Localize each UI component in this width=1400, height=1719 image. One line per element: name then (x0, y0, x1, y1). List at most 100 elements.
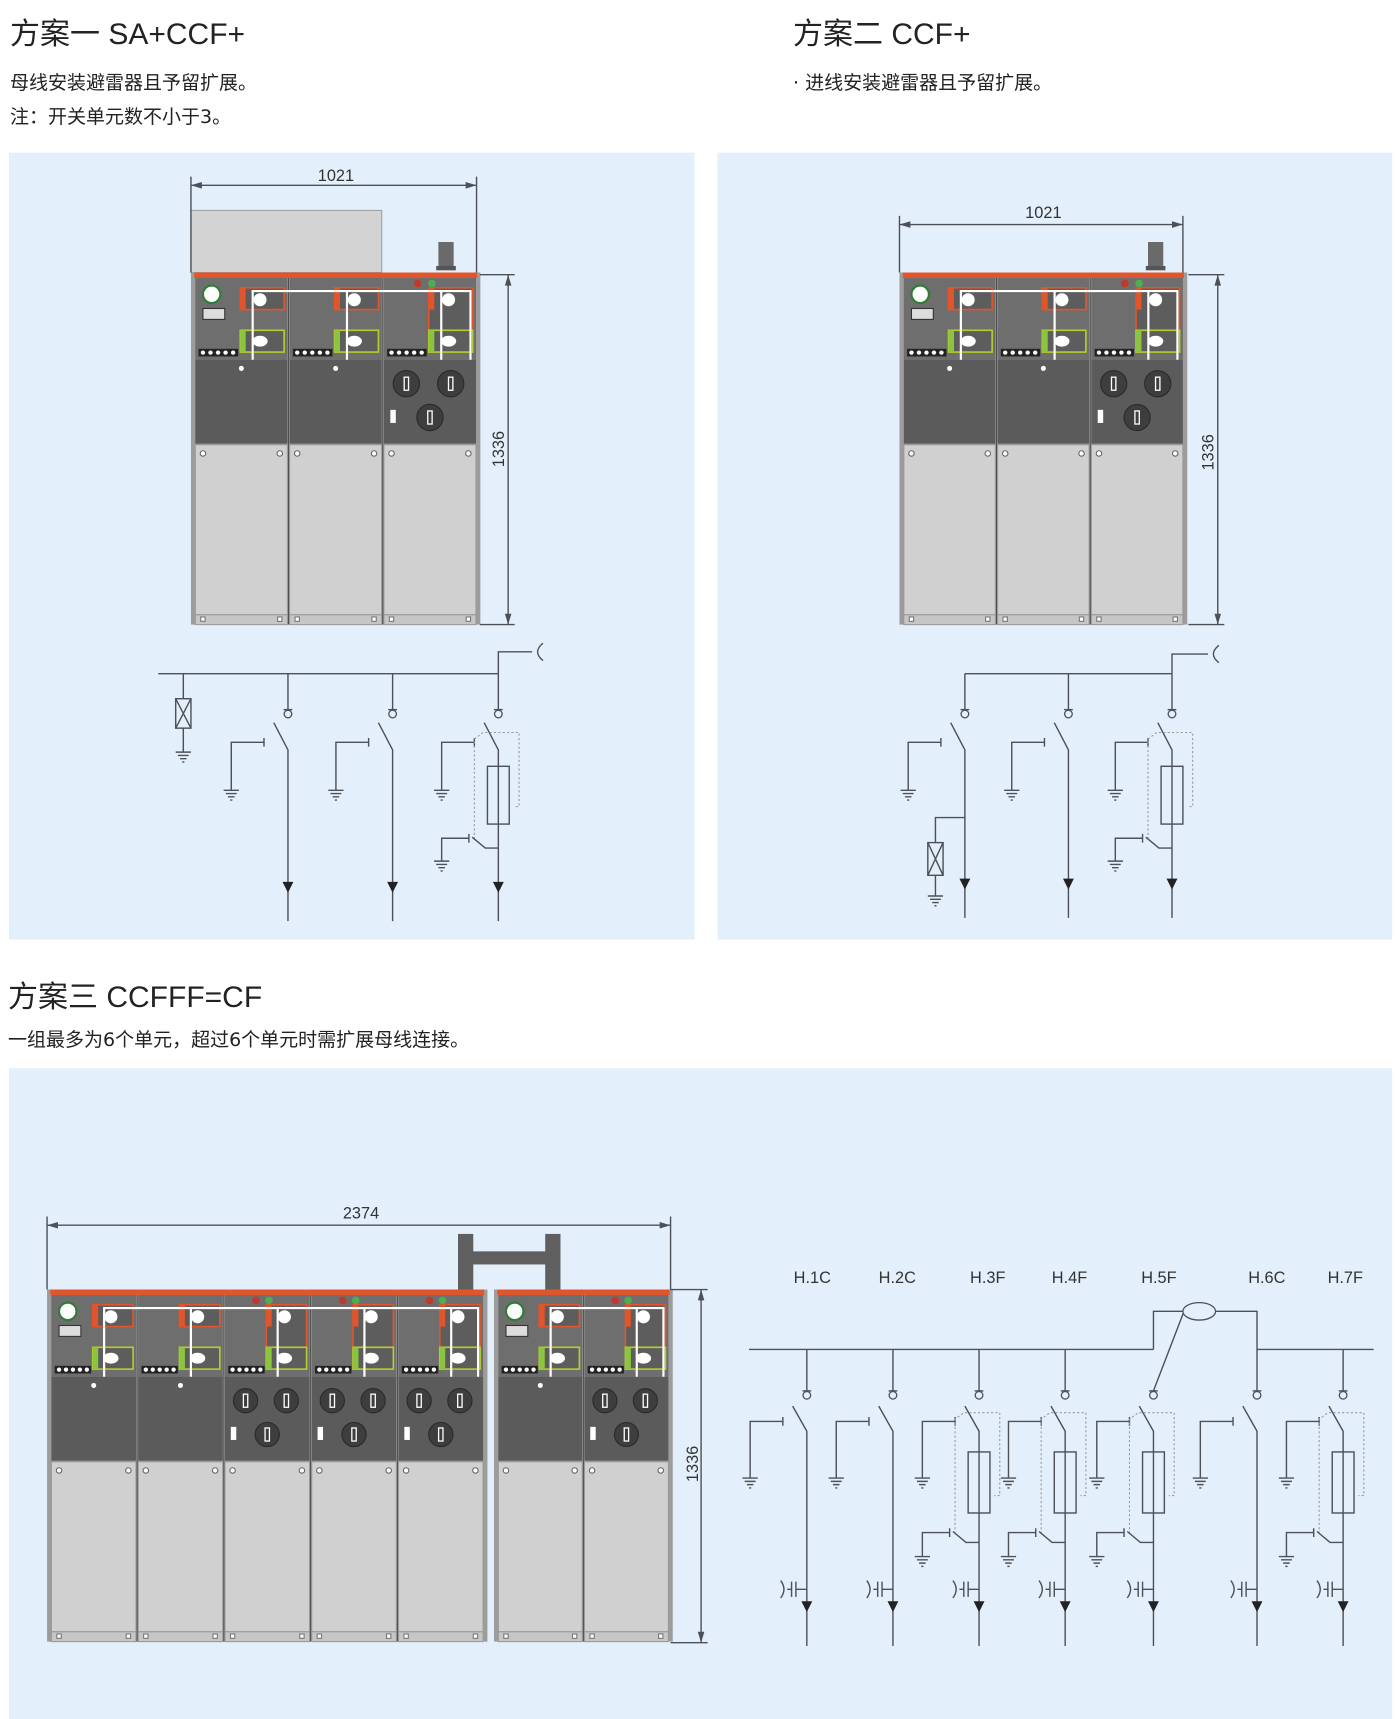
earth-switch-icon (230, 737, 265, 791)
indicator-lamp (517, 1367, 522, 1372)
fuse-knob-icon (447, 1388, 473, 1414)
ground-icon (1107, 860, 1123, 872)
fuse-icon (967, 1451, 991, 1514)
operating-hole-icon (191, 1310, 205, 1324)
indicator-lamp (171, 1367, 176, 1372)
fuse-icon (1331, 1451, 1355, 1514)
outgoing-arrow-icon (1251, 1601, 1263, 1613)
padlock-hole (333, 365, 339, 371)
door-screw (199, 450, 207, 457)
ground-icon (1278, 1555, 1295, 1568)
door-screw (1095, 450, 1103, 457)
operating-hole-icon (1054, 335, 1070, 347)
base-bolt (212, 1633, 218, 1639)
middle-panel (997, 359, 1090, 444)
operating-hole-icon (277, 1310, 291, 1324)
indicator-lamp (503, 1367, 509, 1372)
bus-extension-link (1152, 1310, 1258, 1392)
capacitive-indicator-icon (1038, 1580, 1066, 1599)
indicator-lamp (344, 1367, 350, 1372)
bushing-icon (493, 709, 503, 719)
feeder-branch-switch (742, 1349, 813, 1646)
cabinet-unit-fuse (582, 1294, 669, 1643)
base-bolt (908, 616, 915, 622)
outgoing-arrow-icon (801, 1601, 813, 1613)
door-screw (125, 1467, 132, 1474)
cabinet-unit-switch (136, 1294, 224, 1643)
fuse-indicator (590, 1426, 596, 1440)
outgoing-arrow-icon (887, 1601, 899, 1613)
cable-boot (1148, 241, 1164, 269)
indicator-lamp (1126, 350, 1132, 355)
base-bolt (316, 1633, 323, 1639)
load-switch-icon (1053, 722, 1070, 918)
red-lamp-icon (413, 279, 422, 288)
busbar-coupling (458, 1233, 561, 1290)
indicator-tab (1136, 330, 1142, 353)
indicator-lamp (403, 1367, 409, 1372)
green-lamp-icon (438, 1296, 447, 1305)
switchgear-cabinet (190, 272, 481, 626)
ground-icon (1089, 1555, 1105, 1568)
dimension-line (479, 273, 515, 626)
fuse-symbol (427, 410, 433, 425)
base-plate (224, 1631, 311, 1643)
base-bolt (56, 1633, 62, 1639)
red-lamp-icon (252, 1296, 260, 1305)
operating-hole-icon (549, 1352, 565, 1364)
fuse-symbol (1134, 410, 1140, 425)
bushing-icon (1167, 709, 1177, 719)
base-plate (383, 614, 477, 626)
fuse-knob-icon (613, 1421, 639, 1448)
fuse-symbol (1154, 376, 1161, 391)
outgoing-arrow-icon (1059, 1601, 1071, 1613)
coupling-bar (471, 1251, 548, 1265)
load-switch-icon (792, 1405, 808, 1646)
door-screw (472, 1467, 479, 1474)
door-screw (298, 1467, 306, 1474)
surge-arrester (927, 841, 944, 907)
base-bolt (125, 1633, 132, 1639)
base-bolt (472, 1633, 479, 1639)
base-bolt (571, 1633, 578, 1639)
capacitive-indicator-icon (1230, 1580, 1258, 1599)
indicator-lamp (150, 1367, 155, 1372)
indicator-tab (353, 1304, 359, 1327)
indicator-tab (266, 1347, 272, 1370)
fuse-knob-icon (436, 369, 465, 398)
base-plate (997, 614, 1090, 626)
indicator-lamp (310, 350, 315, 355)
load-switch-icon (1157, 722, 1173, 918)
outgoing-arrow-icon (1337, 1601, 1349, 1613)
indicator-lamp (417, 1367, 423, 1372)
door-screw (502, 1467, 510, 1474)
fuse-indicator (1097, 409, 1104, 423)
cable-end-icon (536, 642, 544, 662)
cable-termination (1171, 644, 1220, 674)
indicator-lamp (200, 350, 206, 355)
indicator-lamp (524, 1367, 529, 1372)
operating-hole-icon (347, 293, 361, 307)
base-plate (50, 1631, 137, 1643)
base-bolt (985, 616, 991, 622)
outgoing-arrow-icon (959, 878, 971, 890)
bushing-icon (888, 1390, 898, 1400)
indicator-lamp (302, 350, 307, 355)
red-lamp-icon (611, 1296, 620, 1305)
scheme2-drawing (898, 215, 1225, 918)
cable-door (137, 1461, 224, 1633)
scheme1-height-dimension: 1336 (490, 431, 508, 467)
indicator-lamp (596, 1367, 602, 1372)
cabinet-unit-fuse (1089, 277, 1184, 626)
indicator-lamp (589, 1367, 595, 1372)
scheme1-title: 方案一 SA+CCF+ (10, 18, 246, 51)
door-screw (984, 450, 992, 457)
indicator-lamp (143, 1367, 149, 1372)
fuse-knob-icon (592, 1388, 618, 1414)
operating-hole-icon (635, 1352, 652, 1364)
capacitive-indicator-icon (1126, 1580, 1154, 1599)
scheme1-drawing (158, 176, 544, 922)
cable-boot (438, 241, 454, 269)
padlock-hole (537, 1382, 543, 1388)
cable-door (583, 1461, 669, 1633)
